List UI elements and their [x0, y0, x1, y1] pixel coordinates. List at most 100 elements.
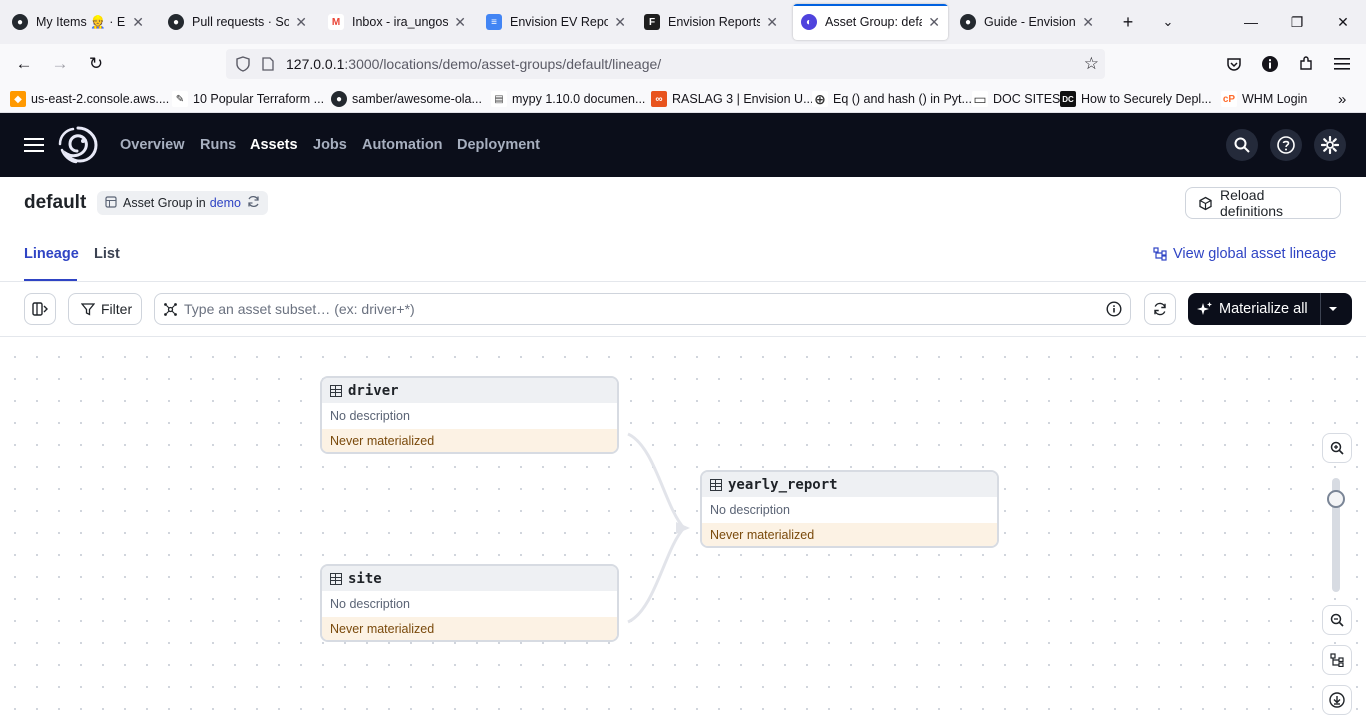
menu-hamburger-icon[interactable]	[24, 137, 44, 158]
download-graph-button[interactable]	[1322, 685, 1352, 715]
close-icon[interactable]: ✕	[766, 13, 778, 30]
download-icon	[1329, 692, 1345, 708]
tree-layout-icon	[1330, 653, 1344, 667]
lineage-graph-canvas[interactable]: driver No description Never materialized…	[0, 338, 1366, 728]
view-global-lineage-link[interactable]: View global asset lineage	[1153, 246, 1336, 262]
asset-node-status: Never materialized	[702, 523, 997, 546]
extensions-icon[interactable]	[1294, 52, 1318, 76]
materialize-all-button[interactable]: Materialize all	[1188, 293, 1352, 325]
new-tab-plus-icon[interactable]: +	[1122, 11, 1134, 32]
reload-location-icon[interactable]	[247, 195, 260, 211]
close-icon[interactable]: ✕	[1082, 13, 1094, 30]
bookmark-star-icon[interactable]: ☆	[1083, 54, 1099, 73]
docs-icon: ≡	[486, 14, 502, 30]
reload-definitions-icon	[1198, 196, 1213, 211]
blog-icon: ✎	[172, 91, 188, 107]
filter-button[interactable]: Filter	[68, 293, 142, 325]
zoom-out-button[interactable]	[1322, 605, 1352, 635]
asset-node-header: yearly_report	[702, 472, 997, 497]
nav-automation[interactable]: Automation	[362, 137, 443, 153]
asset-subset-search[interactable]	[154, 293, 1131, 325]
browser-tab[interactable]: M Inbox - ira_ungos@ ✕	[320, 4, 474, 40]
asset-subset-input[interactable]	[184, 301, 1084, 317]
nav-overview[interactable]: Overview	[120, 137, 185, 153]
close-icon[interactable]: ✕	[928, 13, 940, 30]
browser-tab[interactable]: ● Guide - Envision EV ✕	[952, 4, 1102, 40]
tab-list[interactable]: List	[94, 246, 120, 262]
nav-jobs[interactable]: Jobs	[313, 137, 347, 153]
bookmark-item[interactable]: ⊕ Eq () and hash () in Pyt...	[812, 90, 972, 108]
settings-gear-icon[interactable]	[1314, 129, 1346, 161]
dc-icon: DC	[1060, 91, 1076, 107]
info-icon[interactable]	[1258, 52, 1282, 76]
asset-node-yearly-report[interactable]: yearly_report No description Never mater…	[700, 470, 999, 548]
bookmark-item[interactable]: ▤ mypy 1.10.0 documen...	[491, 90, 645, 108]
search-icon[interactable]	[1226, 129, 1258, 161]
refresh-graph-button[interactable]	[1144, 293, 1176, 325]
window-close-icon[interactable]: ✕	[1337, 13, 1349, 30]
shield-icon[interactable]	[234, 55, 252, 73]
asset-node-site[interactable]: site No description Never materialized	[320, 564, 619, 642]
bookmark-item[interactable]: ✎ 10 Popular Terraform ...	[172, 90, 324, 108]
materialize-options-chevron-icon[interactable]	[1328, 305, 1338, 313]
help-icon[interactable]	[1270, 129, 1302, 161]
close-icon[interactable]: ✕	[454, 13, 466, 30]
forward-arrow-icon[interactable]: →	[51, 54, 69, 73]
browser-tab-active[interactable]: ◐ Asset Group: defau ✕	[793, 4, 948, 40]
bookmark-item[interactable]: ● samber/awesome-ola...	[331, 90, 482, 108]
browser-tab[interactable]: ● Pull requests · Soler ✕	[160, 4, 315, 40]
close-icon[interactable]: ✕	[614, 13, 626, 30]
asset-node-driver[interactable]: driver No description Never materialized	[320, 376, 619, 454]
cpanel-icon: cP	[1221, 91, 1237, 107]
bookmarks-overflow-chevron-icon[interactable]: »	[1338, 90, 1347, 108]
zoom-in-button[interactable]	[1322, 433, 1352, 463]
close-icon[interactable]: ✕	[295, 13, 307, 30]
nav-deployment[interactable]: Deployment	[457, 137, 540, 153]
bookmark-folder[interactable]: ▭ DOC SITES	[972, 90, 1061, 107]
dagster-logo-icon[interactable]	[58, 126, 98, 169]
zoom-in-icon	[1330, 441, 1344, 455]
nav-assets[interactable]: Assets	[250, 137, 298, 153]
asset-node-status: Never materialized	[322, 429, 617, 452]
lineage-toolbar: Filter Materialize all	[0, 282, 1366, 337]
toggle-sidebar-button[interactable]	[24, 293, 56, 325]
bookmark-item[interactable]: ◆ us-east-2.console.aws....	[10, 90, 169, 108]
gmail-icon: M	[328, 14, 344, 30]
back-arrow-icon[interactable]: ←	[15, 54, 33, 73]
layout-direction-button[interactable]	[1322, 645, 1352, 675]
asset-group-badge: Asset Group in demo	[97, 191, 268, 215]
bookmark-item[interactable]: ∞ RASLAG 3 | Envision U...	[651, 90, 814, 108]
tab-lineage[interactable]: Lineage	[24, 246, 79, 262]
url-bar[interactable]: 127.0.0.1:3000/locations/demo/asset-grou…	[226, 49, 1105, 79]
asset-node-header: site	[322, 566, 617, 591]
browser-tab[interactable]: ● My Items 👷 · Envis ✕	[4, 4, 152, 40]
url-text[interactable]: 127.0.0.1:3000/locations/demo/asset-grou…	[286, 56, 662, 72]
restore-icon[interactable]: ❐	[1290, 13, 1304, 30]
figma-icon: F	[644, 14, 660, 30]
reload-icon[interactable]: ↻	[88, 54, 104, 73]
nav-runs[interactable]: Runs	[200, 137, 237, 153]
reload-definitions-button[interactable]: Reload definitions	[1185, 187, 1341, 219]
zoom-out-icon	[1330, 613, 1344, 627]
zoom-slider-track[interactable]	[1332, 478, 1340, 592]
menu-hamburger-icon[interactable]	[1330, 52, 1354, 76]
browser-tab[interactable]: F Envision Reports – ✕	[636, 4, 786, 40]
bookmark-item[interactable]: cP WHM Login	[1221, 91, 1308, 107]
browser-tab[interactable]: ≡ Envision EV Report ✕	[478, 4, 634, 40]
docs-page-icon: ▤	[491, 91, 507, 107]
pocket-icon[interactable]	[1222, 52, 1246, 76]
asset-node-header: driver	[322, 378, 617, 403]
location-link[interactable]: demo	[209, 196, 241, 210]
github-icon: ●	[168, 14, 184, 30]
close-icon[interactable]: ✕	[132, 13, 144, 30]
asset-node-description: No description	[322, 591, 617, 617]
edge-driver-to-yearly-report	[627, 432, 686, 530]
syntax-info-icon[interactable]	[1106, 301, 1122, 317]
minimize-icon[interactable]: —	[1244, 14, 1258, 30]
tab-list-chevron-icon[interactable]: ⌄	[1162, 14, 1174, 29]
zoom-slider-handle[interactable]	[1327, 490, 1345, 508]
table-icon	[710, 478, 722, 491]
bookmark-item[interactable]: DC How to Securely Depl...	[1060, 90, 1212, 108]
browser-tab-strip: ● My Items 👷 · Envis ✕ ● Pull requests ·…	[0, 0, 1366, 44]
page-info-icon[interactable]	[260, 56, 276, 72]
